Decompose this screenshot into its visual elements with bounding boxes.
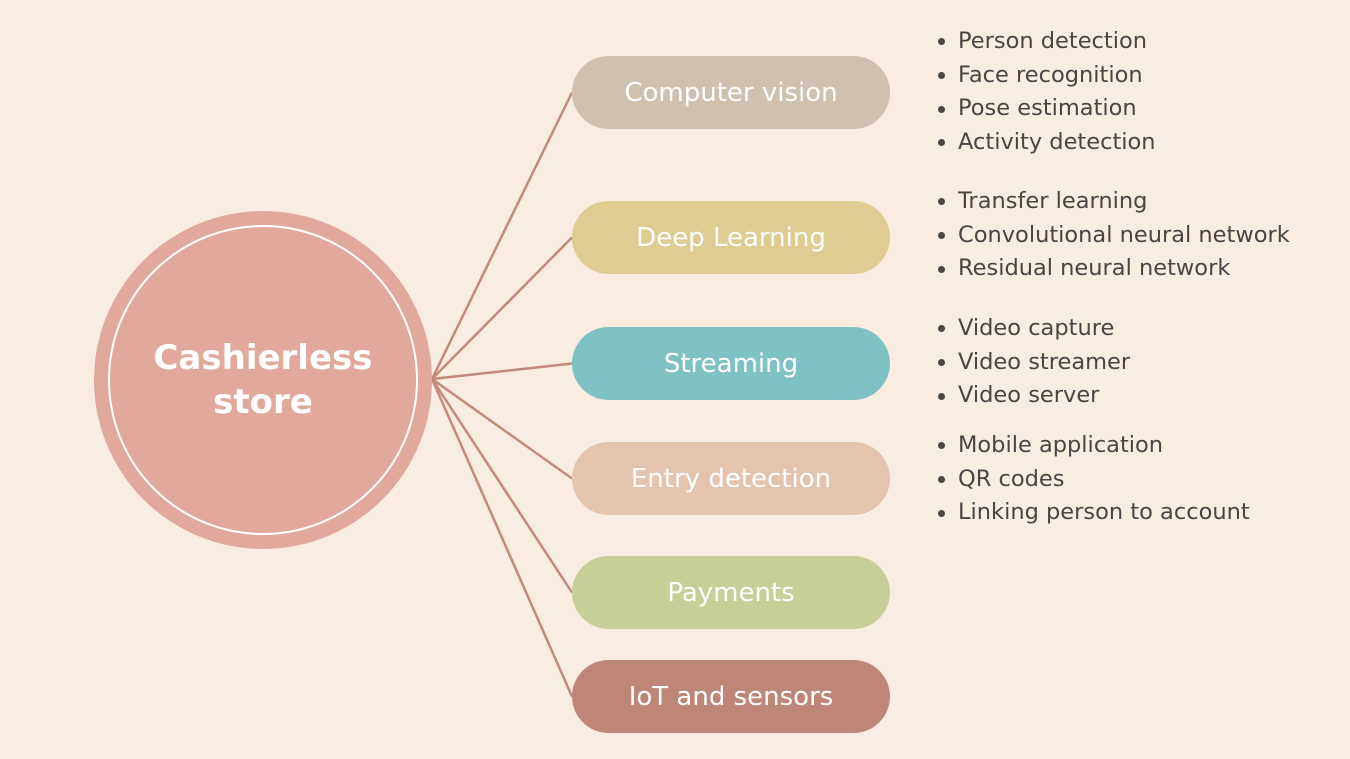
connector-line: [430, 378, 574, 698]
hub-title-line-1: Cashierless: [153, 338, 373, 378]
bullet-dot-icon: [938, 265, 945, 273]
connector-line: [430, 91, 574, 380]
detail-text: Video server: [958, 382, 1100, 409]
branch-entry-detection: Entry detection: [572, 442, 890, 515]
detail-item: Video streamer: [938, 346, 1130, 380]
detail-item: Face recognition: [938, 59, 1156, 93]
detail-item: Activity detection: [938, 126, 1156, 160]
detail-text: Person detection: [958, 28, 1148, 54]
detail-item: Transfer learning: [938, 185, 1290, 219]
hub-title: Cashierless store: [143, 336, 383, 424]
bullet-dot-icon: [938, 476, 945, 484]
detail-item: Mobile application: [938, 429, 1250, 463]
detail-text: Video streamer: [958, 348, 1131, 375]
entry-detection-details: Mobile application QR codes Linking pers…: [938, 429, 1250, 530]
detail-text: Convolutional neural network: [958, 221, 1290, 248]
bullet-dot-icon: [938, 72, 945, 80]
branch-computer-vision: Computer vision: [572, 56, 890, 129]
detail-text: Transfer learning: [958, 188, 1148, 214]
bullet-dot-icon: [938, 105, 945, 113]
connector-line: [431, 377, 573, 480]
detail-text: Pose estimation: [958, 95, 1137, 122]
branch-iot-and-sensors: IoT and sensors: [572, 660, 890, 733]
hub-title-line-2: store: [213, 382, 313, 422]
detail-text: Video capture: [958, 315, 1115, 341]
detail-text: Mobile application: [958, 432, 1164, 458]
branch-streaming: Streaming: [572, 327, 890, 400]
detail-text: Linking person to account: [958, 499, 1250, 526]
branch-payments: Payments: [572, 556, 890, 629]
bullet-dot-icon: [938, 38, 945, 46]
detail-item: Linking person to account: [938, 496, 1250, 530]
bullet-dot-icon: [938, 359, 945, 367]
detail-item: QR codes: [938, 463, 1250, 497]
detail-item: Video capture: [938, 312, 1130, 346]
detail-item: Pose estimation: [938, 92, 1156, 126]
connector-line: [431, 362, 573, 381]
bullet-dot-icon: [938, 139, 945, 147]
bullet-dot-icon: [938, 392, 945, 400]
detail-text: Activity detection: [958, 129, 1156, 156]
bullet-dot-icon: [938, 198, 945, 206]
bullet-dot-icon: [938, 232, 945, 240]
bullet-dot-icon: [938, 509, 945, 517]
connector-line: [430, 378, 574, 594]
detail-text: QR codes: [958, 465, 1065, 492]
bullet-dot-icon: [938, 442, 945, 450]
computer-vision-details: Person detection Face recognition Pose e…: [938, 25, 1156, 160]
branch-deep-learning: Deep Learning: [572, 201, 890, 274]
detail-text: Face recognition: [958, 61, 1143, 88]
detail-item: Person detection: [938, 25, 1156, 59]
hub-circle: Cashierless store: [94, 211, 432, 549]
detail-item: Residual neural network: [938, 252, 1290, 286]
detail-item: Convolutional neural network: [938, 219, 1290, 253]
hub-ring: Cashierless store: [108, 225, 418, 535]
detail-text: Residual neural network: [958, 255, 1231, 282]
streaming-details: Video capture Video streamer Video serve…: [938, 312, 1130, 413]
deep-learning-details: Transfer learning Convolutional neural n…: [938, 185, 1290, 286]
bullet-dot-icon: [938, 325, 945, 333]
detail-item: Video server: [938, 379, 1130, 413]
connector-line: [431, 236, 573, 380]
